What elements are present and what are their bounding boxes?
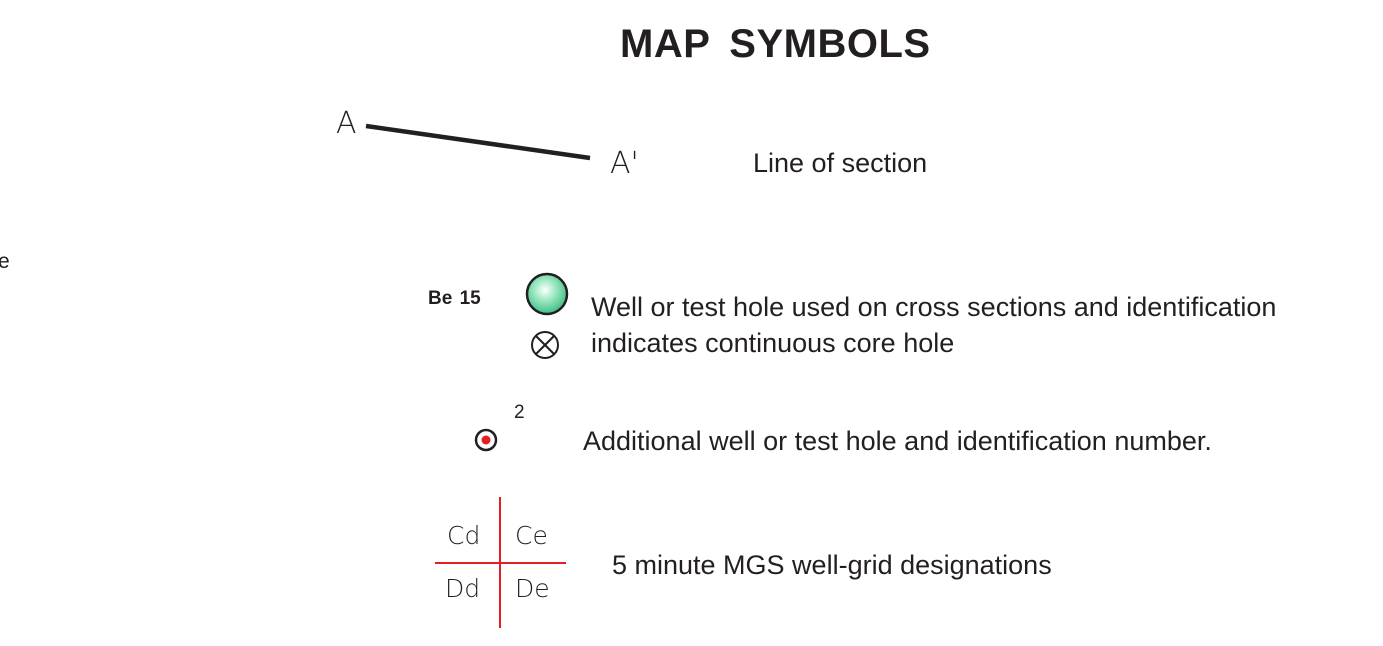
well-grid-description: 5 minute MGS well-grid designations	[612, 550, 1052, 580]
well-description-line1: Well or test hole used on cross sections…	[591, 292, 1277, 322]
grid-cell-cd: Cd	[447, 521, 481, 550]
section-start-label: A	[336, 106, 357, 141]
line-of-section-description: Line of section	[753, 148, 928, 178]
additional-well-description: Additional well or test hole and identif…	[583, 426, 1212, 456]
well-description-line2: indicates continuous core hole	[591, 328, 955, 358]
additional-well-number: 2	[514, 402, 525, 423]
page-title: MAP SYMBOLS	[620, 22, 931, 66]
well-symbol-icon	[525, 272, 569, 316]
section-end-label: A'	[610, 146, 639, 181]
grid-cell-de: De	[515, 574, 550, 603]
clipped-text-fragment: e	[0, 250, 10, 273]
grid-cell-ce: Ce	[515, 521, 548, 550]
circle-x-icon	[531, 331, 559, 359]
target-dot-icon	[474, 428, 498, 452]
grid-cell-dd: Dd	[445, 574, 481, 603]
well-id-label: Be 15	[428, 288, 481, 309]
